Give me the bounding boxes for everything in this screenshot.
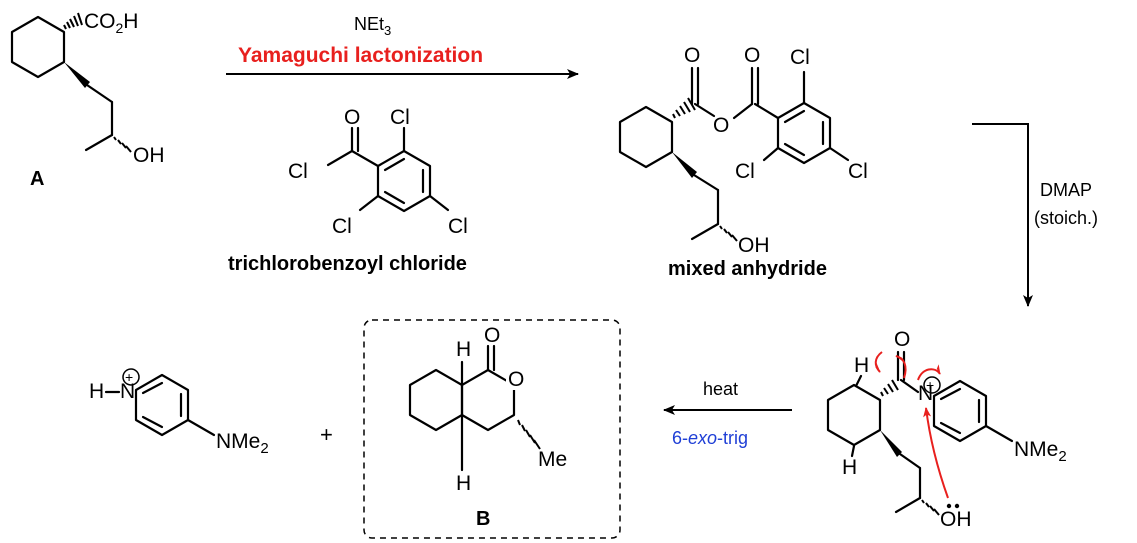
- dmap-label: DMAP: [1040, 180, 1092, 200]
- nme2-1: NMe2: [1014, 438, 1067, 465]
- anhydride-o-bridge: O: [713, 114, 729, 137]
- co2h-label: CO2H: [84, 10, 138, 36]
- mixed-anhydride: O O O Cl Cl Cl OH mixed anhydride: [618, 44, 868, 280]
- wedge-bond: [64, 62, 90, 88]
- trichlorobenzoyl-chloride: O Cl Cl Cl Cl trichlorobenzoyl chloride: [228, 106, 468, 275]
- compound-a: CO2H OH A: [10, 10, 165, 190]
- ortho-cl-bottom: Cl: [332, 215, 352, 238]
- acylpyridinium-intermediate: H O N + NMe2 H OH: [826, 328, 1067, 531]
- stoich-label: (stoich.): [1034, 208, 1098, 228]
- intermediate-caption: mixed anhydride: [668, 258, 827, 280]
- attack-arrow: [923, 407, 949, 499]
- h-b-bottom: H: [456, 472, 471, 495]
- para-cl: Cl: [448, 215, 468, 238]
- reaction-arrow-2: [972, 123, 1033, 307]
- anhydride-cl-right: Cl: [848, 160, 868, 183]
- pi-bond-arrow: [895, 355, 907, 379]
- step1: NEt3 Yamaguchi lactonization: [226, 14, 579, 79]
- anhydride-o2: O: [744, 44, 760, 67]
- product-box: [363, 319, 621, 539]
- lactone-o-ring: O: [508, 368, 524, 391]
- reform-arrow: [874, 351, 883, 373]
- anhydride-cl-top: Cl: [790, 46, 810, 69]
- step1-reagent: NEt3: [354, 14, 391, 38]
- pyridinium-n: N: [918, 382, 933, 405]
- h-top: H: [854, 354, 869, 377]
- intermediate-oh: OH: [940, 508, 972, 531]
- oh-label: OH: [133, 144, 165, 167]
- plus-sign: +: [320, 422, 333, 447]
- ortho-cl-top: Cl: [390, 106, 410, 129]
- anhydride-o1: O: [684, 44, 700, 67]
- reagent-caption: trichlorobenzoyl chloride: [228, 253, 467, 275]
- charge-plus-2: +: [125, 369, 133, 385]
- charge-plus-1: +: [926, 377, 934, 393]
- yamaguchi-label: Yamaguchi lactonization: [238, 44, 483, 67]
- acyl-cl: Cl: [288, 160, 308, 183]
- leaving-group-arrow: [917, 364, 941, 381]
- step3: heat 6-exo-trig: [663, 379, 792, 448]
- dmaph-h: H: [89, 380, 104, 403]
- h-bottom: H: [842, 456, 857, 479]
- lactone-o-carbonyl: O: [484, 324, 500, 347]
- methyl-label: Me: [538, 448, 567, 471]
- step2: DMAP (stoich.): [972, 123, 1098, 307]
- dmap-h-plus: H N + NMe2: [89, 368, 269, 457]
- heat-label: heat: [703, 379, 738, 399]
- acyl-o: O: [894, 328, 910, 351]
- compound-b-label: B: [476, 508, 490, 530]
- anhydride-oh: OH: [738, 234, 770, 257]
- lactone-b: O O H H Me B: [363, 319, 621, 539]
- anhydride-cl-left: Cl: [735, 160, 755, 183]
- compound-a-label: A: [30, 168, 44, 190]
- h-b-top: H: [456, 338, 471, 361]
- carbonyl-o: O: [344, 106, 360, 129]
- exo-trig-label: 6-exo-trig: [672, 428, 748, 448]
- nme2-2: NMe2: [216, 430, 269, 457]
- dmaph-n: N: [120, 380, 135, 403]
